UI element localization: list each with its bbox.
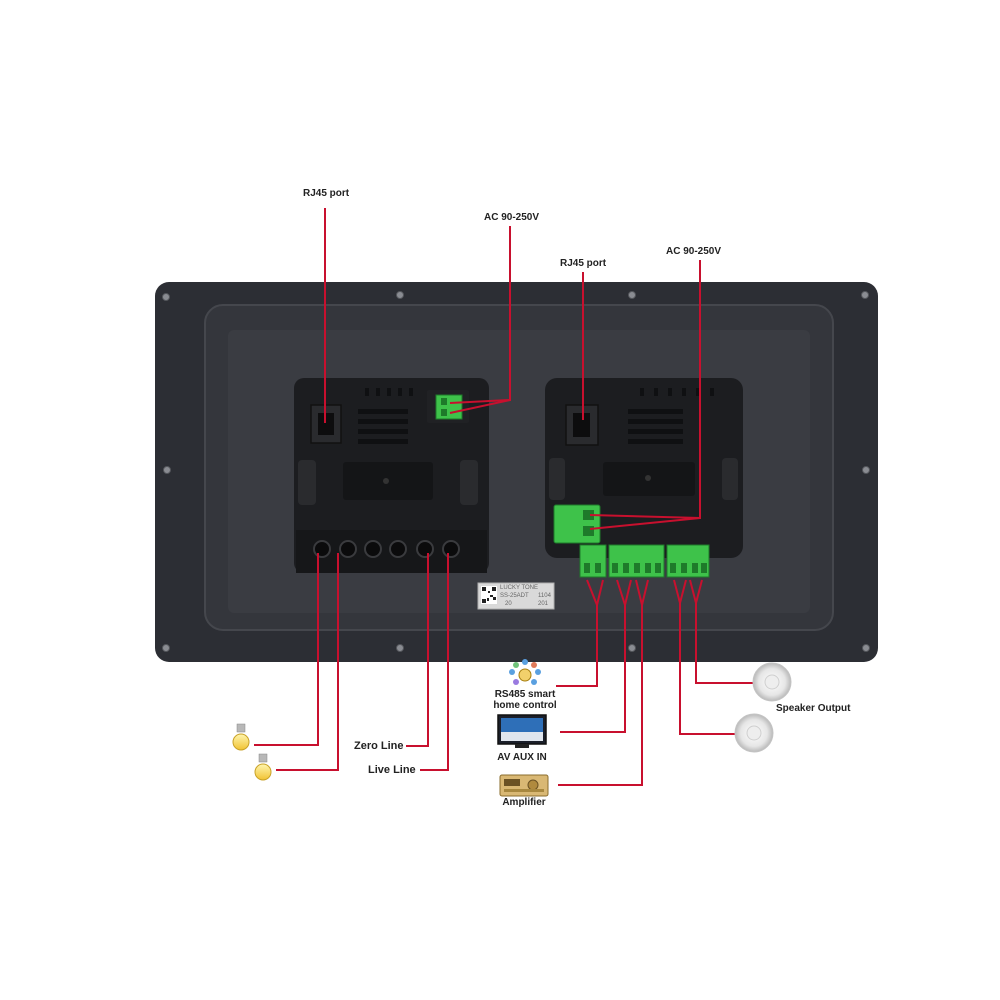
label-live-line: Live Line	[368, 764, 416, 776]
red-wires	[254, 208, 758, 786]
amplifier-icon	[499, 774, 549, 797]
panel-screws	[162, 291, 870, 652]
smart-home-icon	[509, 659, 541, 685]
vent-slots-left	[358, 388, 413, 444]
nameplate-brand: LUCKY TONE	[500, 585, 539, 591]
label-amplifier: Amplifier	[502, 797, 546, 808]
label-rj45-left: RJ45 port	[303, 188, 350, 199]
nameplate-line3-left: 20	[505, 601, 512, 607]
ac-terminal-left	[427, 390, 469, 423]
ac-terminal-right	[553, 504, 601, 544]
terminal-block-audio	[579, 544, 710, 578]
ceiling-speaker-icon	[752, 662, 792, 702]
vent-slots-right	[628, 388, 714, 444]
light-bulb-icon	[254, 753, 272, 781]
ceiling-speaker-icon	[734, 713, 774, 753]
nameplate-model: SS-25ADT	[500, 593, 529, 599]
right-module	[545, 378, 743, 578]
nameplate-code: 1104	[538, 593, 551, 599]
label-ac-right: AC 90-250V	[666, 246, 722, 257]
left-module	[294, 378, 489, 573]
relay-output-sockets	[313, 540, 460, 558]
label-rs485-line2: home control	[493, 700, 557, 711]
label-ac-left: AC 90-250V	[484, 212, 540, 223]
label-rj45-right: RJ45 port	[560, 258, 607, 269]
label-rs485: RS485 smart home control	[489, 689, 561, 711]
label-zero-line: Zero Line	[354, 740, 404, 752]
tv-monitor-icon	[497, 714, 547, 748]
nameplate-line3-right: 201	[538, 601, 549, 607]
label-rs485-line1: RS485 smart	[494, 689, 556, 700]
light-bulb-icon	[232, 723, 250, 751]
label-av-aux: AV AUX IN	[497, 752, 547, 763]
nameplate	[477, 582, 555, 610]
label-speaker-output: Speaker Output	[776, 703, 851, 714]
